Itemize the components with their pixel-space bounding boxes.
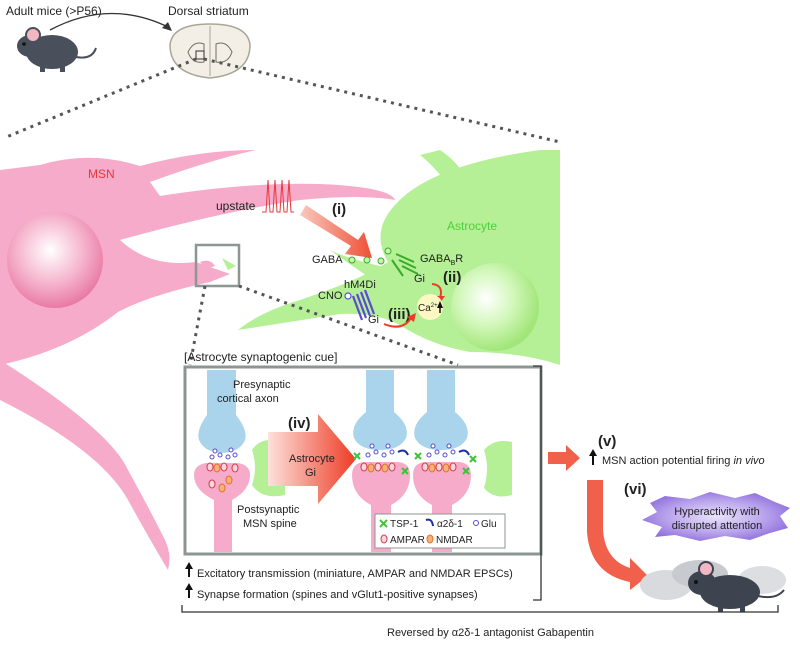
cno-label: CNO <box>318 290 343 302</box>
hm4di-receptor <box>351 289 376 321</box>
synapse-text: Synapse formation (spines and vGlut1-pos… <box>197 589 478 601</box>
zoom-box <box>194 243 241 288</box>
arrow-ii <box>431 283 442 299</box>
up-arrow-excitatory <box>185 562 193 577</box>
arrow-mouse-to-brain <box>49 12 171 31</box>
gabab-receptor <box>391 253 419 277</box>
bottom-bracket <box>181 605 779 613</box>
mouse-icon <box>17 27 97 72</box>
cno-molecule <box>344 292 352 300</box>
synapse-after-1 <box>352 370 410 552</box>
arrow-iii-head <box>407 313 416 322</box>
step-i: (i) <box>332 201 346 218</box>
reversal-text: Reversed by α2δ-1 antagonist Gabapentin <box>387 627 594 639</box>
astrocyte-label: Astrocyte <box>447 219 497 233</box>
calcium-bubble <box>417 294 443 320</box>
zoom-line-left <box>3 57 197 140</box>
step-ii: (ii) <box>443 269 461 286</box>
arrow-i <box>300 205 372 258</box>
hm4di-label: hM4Di <box>344 279 376 291</box>
gabab-label: GABABR <box>420 253 463 267</box>
step-iv: (iv) <box>288 415 311 432</box>
arrow-label-gi: Gi <box>305 467 316 479</box>
postsynaptic-label-2: MSN spine <box>243 518 297 530</box>
msn-label: MSN <box>88 167 115 181</box>
firing-text: MSN action potential firing in vivo <box>602 455 765 467</box>
legend-glu: Glu <box>481 519 497 530</box>
msn-cell <box>0 150 395 570</box>
arrow-vi <box>587 480 648 590</box>
zoom-line-inset-left <box>188 285 207 366</box>
region-label: Dorsal striatum <box>168 4 249 18</box>
arrow-label-astrocyte: Astrocyte <box>289 453 335 465</box>
legend-ampar: AMPAR <box>390 535 425 546</box>
upstate-spikes <box>262 179 294 213</box>
zoom-line-right <box>203 57 561 144</box>
excitatory-text: Excitatory transmission (miniature, AMPA… <box>197 568 513 580</box>
legend-nmdar: NMDAR <box>436 535 473 546</box>
inset-legend: TSP-1 α2δ-1 Glu AMPAR NMDAR <box>374 513 506 549</box>
calcium-label: Ca2+ <box>418 303 438 314</box>
astrocyte-gi-arrow <box>268 414 356 504</box>
synapse-after-2 <box>413 370 512 552</box>
upstate-label: upstate <box>216 199 256 213</box>
gaba-molecules <box>348 247 392 265</box>
step-v: (v) <box>598 433 616 450</box>
up-arrow-synapse <box>185 583 193 598</box>
behavior-text-1: Hyperactivity with <box>674 506 760 518</box>
legend-a2d1: α2δ-1 <box>437 519 463 530</box>
calcium-up-arrow <box>437 301 443 308</box>
astrocyte-cell <box>238 150 560 365</box>
presynaptic-label: Presynaptic <box>233 379 291 391</box>
legend-tsp1: TSP-1 <box>390 519 419 530</box>
postsynaptic-label: Postsynaptic <box>237 504 300 516</box>
hyperactive-mice-icon <box>640 560 786 612</box>
synapse-before <box>194 370 285 552</box>
step-vi: (vi) <box>624 481 647 498</box>
arrow-v <box>548 445 580 471</box>
step-iii: (iii) <box>388 306 411 323</box>
cue-title: [Astrocyte synaptogenic cue] <box>184 350 337 364</box>
behavior-text-2: disrupted attention <box>672 520 763 532</box>
arrow-head <box>162 22 172 31</box>
right-bracket <box>533 365 542 601</box>
gaba-label: GABA <box>312 254 343 266</box>
zoom-line-inset-right <box>238 284 459 367</box>
gi-label-iii: Gi <box>368 314 379 326</box>
gi-label-ii: Gi <box>414 273 425 285</box>
brain-section-icon <box>169 23 251 79</box>
mice-label: Adult mice (>P56) <box>6 4 102 18</box>
behavior-cloud <box>642 492 790 541</box>
presynaptic-label-2: cortical axon <box>217 393 279 405</box>
up-arrow-firing <box>589 449 597 465</box>
